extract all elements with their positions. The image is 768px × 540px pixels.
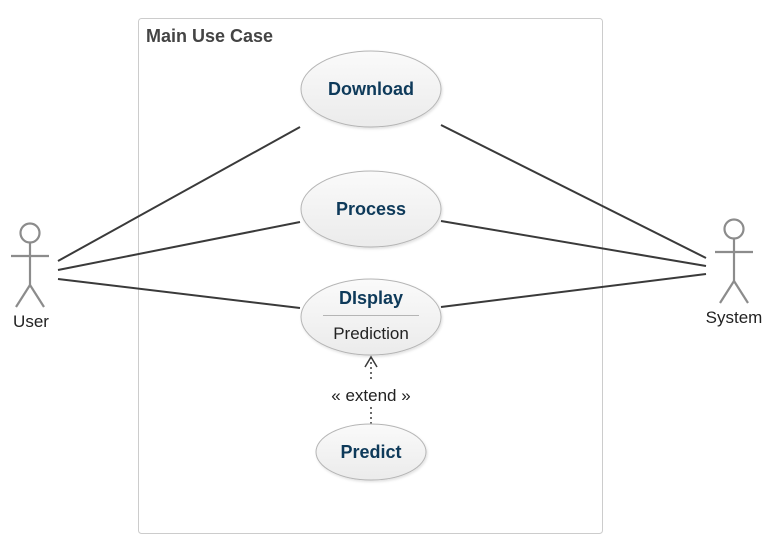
- use-case-download-label: Download: [328, 79, 414, 99]
- actor-user-label: User: [13, 312, 49, 331]
- association-system-display: [440, 273, 707, 308]
- use-case-process[interactable]: Process: [300, 170, 442, 248]
- association-system-download: [440, 124, 707, 259]
- use-case-display-label: DIsplay: [339, 288, 403, 308]
- association-user-download: [57, 126, 301, 262]
- system-stick-figure-icon: [715, 218, 753, 304]
- actor-system[interactable]: System: [706, 218, 763, 328]
- user-stick-figure-icon: [11, 222, 49, 308]
- use-case-predict[interactable]: Predict: [315, 423, 427, 481]
- use-case-download[interactable]: Download: [300, 50, 442, 128]
- use-case-display-section: Prediction: [333, 324, 409, 343]
- extend-label: « extend »: [331, 386, 410, 405]
- use-case-process-label: Process: [336, 199, 406, 219]
- association-system-process: [440, 220, 707, 267]
- actor-user[interactable]: User: [11, 222, 49, 332]
- extend-relation: « extend »: [326, 355, 416, 424]
- boundary-title: Main Use Case: [146, 26, 273, 46]
- actor-system-label: System: [706, 308, 763, 327]
- use-case-display[interactable]: DIsplay Prediction: [300, 278, 442, 356]
- association-user-display: [57, 278, 301, 309]
- association-user-process: [57, 221, 301, 271]
- use-case-predict-label: Predict: [340, 442, 401, 462]
- extend-arrowhead: [364, 355, 378, 368]
